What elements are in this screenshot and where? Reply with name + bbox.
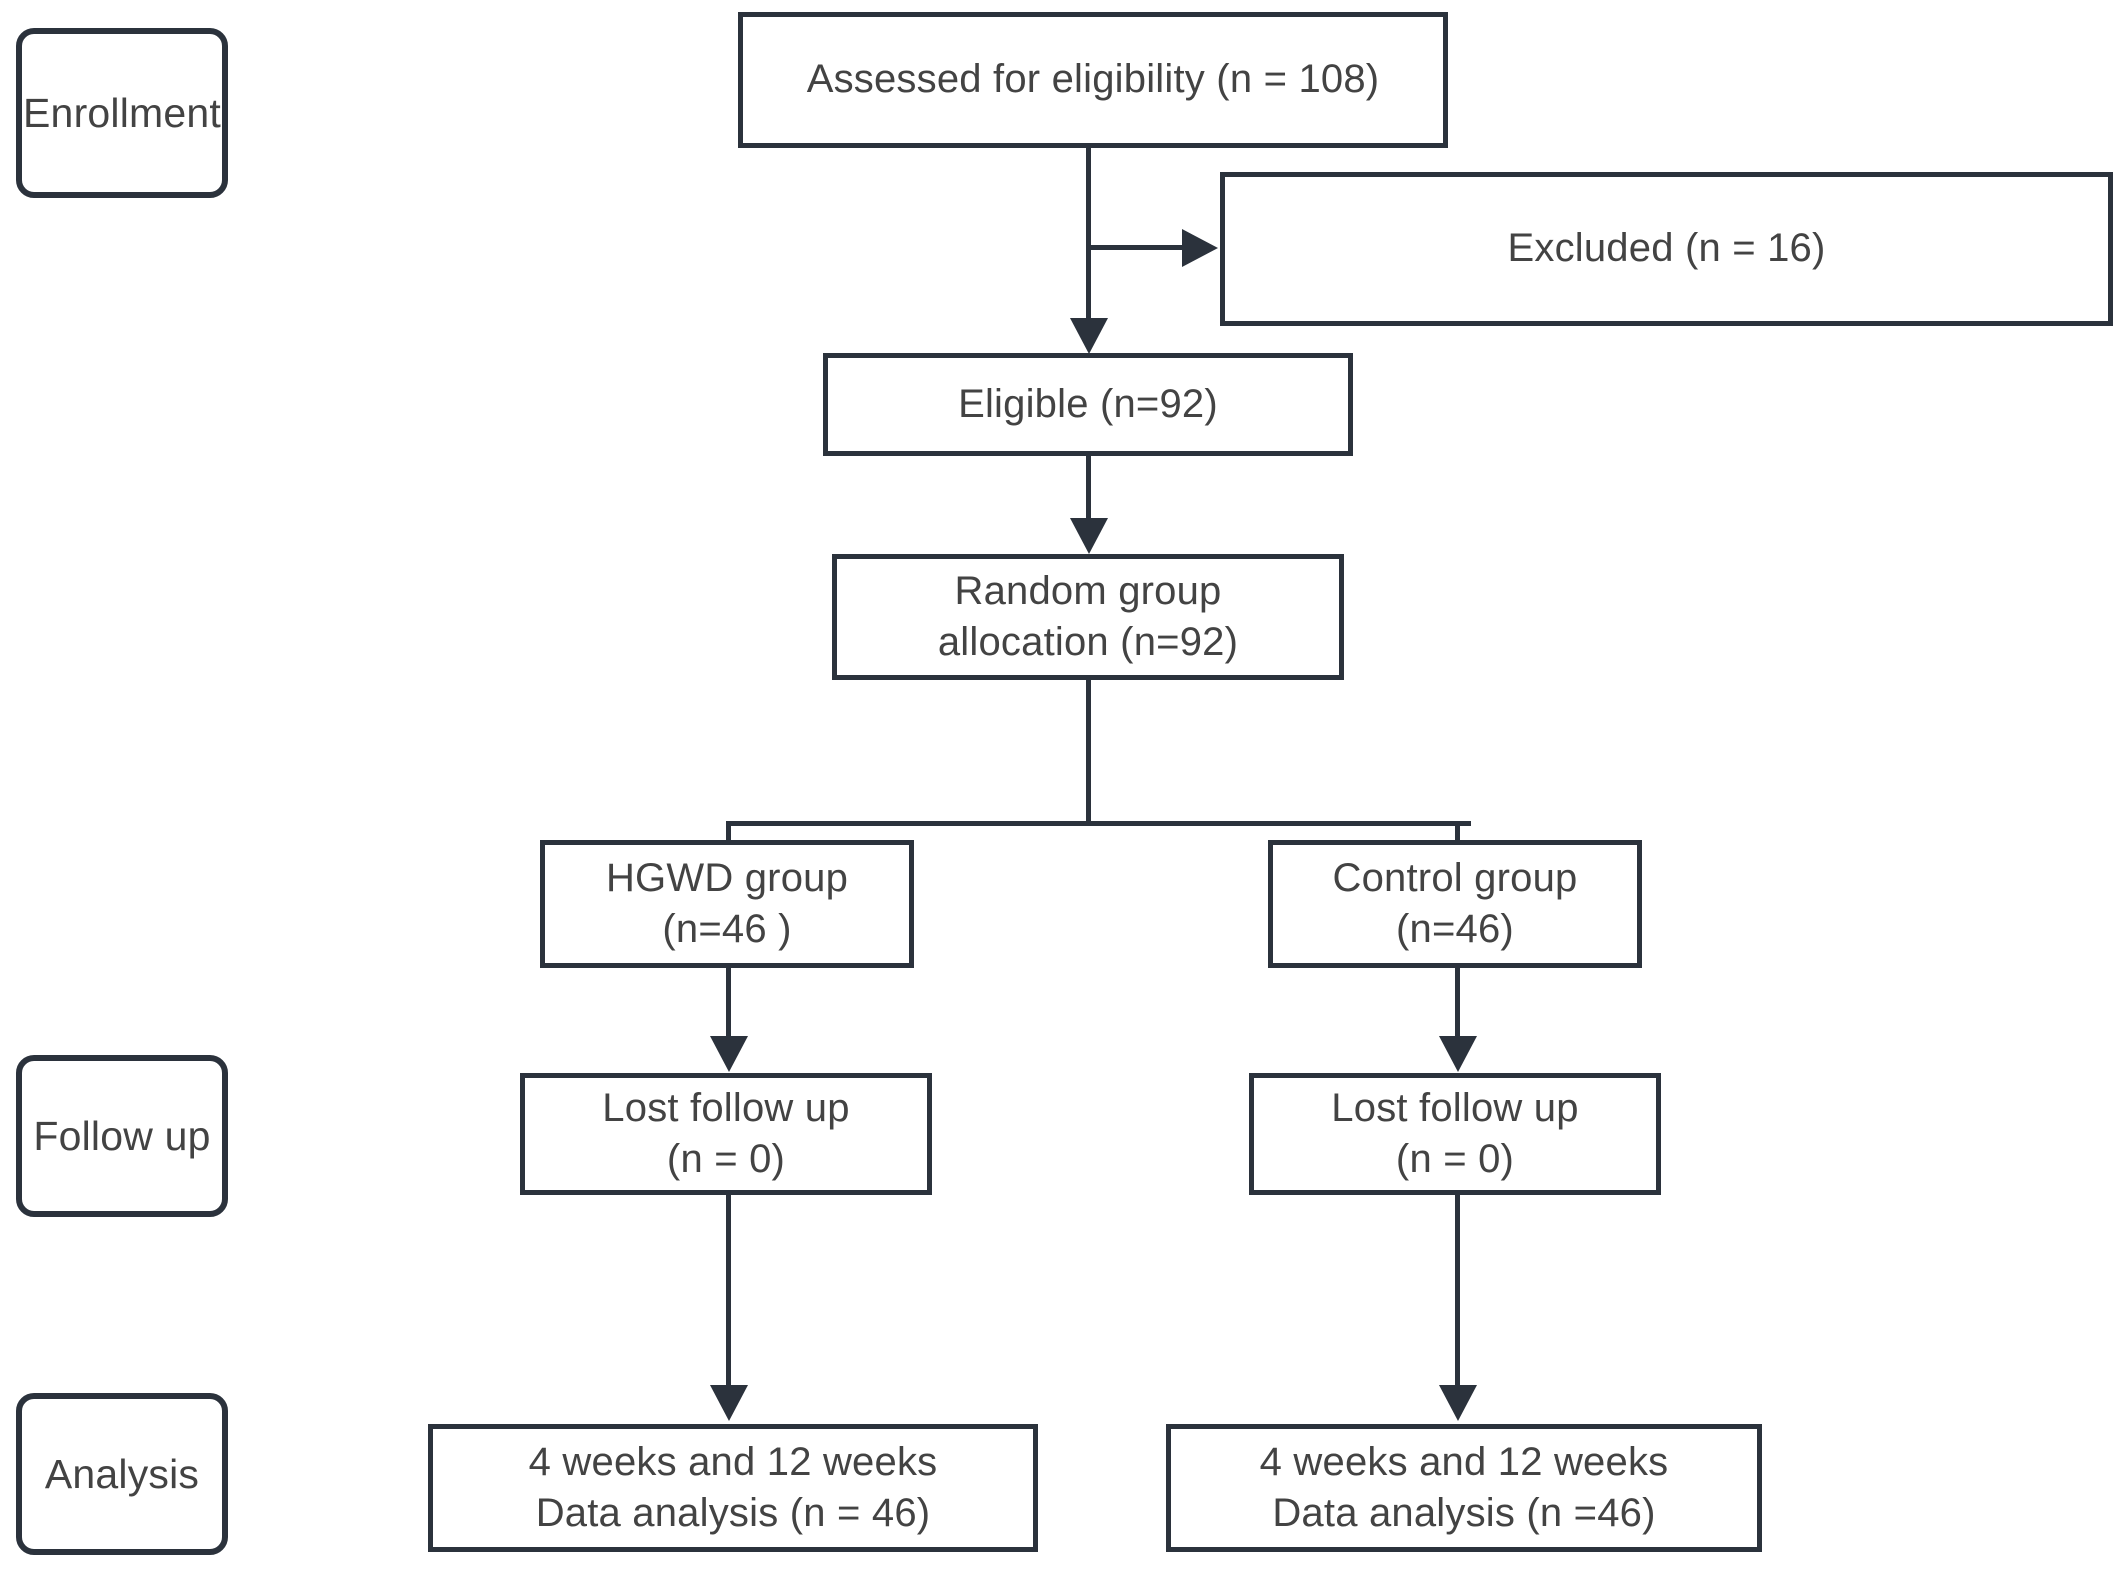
node-lost-followup-right: Lost follow up (n = 0) — [1249, 1073, 1661, 1195]
node-assessed-for-eligibility: Assessed for eligibility (n = 108) — [738, 12, 1448, 148]
stage-label-analysis: Analysis — [44, 1450, 200, 1497]
stage-label-follow-up: Follow up — [33, 1112, 211, 1159]
stage-label-enrollment: Enrollment — [23, 89, 221, 136]
node-lost-followup-right-label: Lost follow up (n = 0) — [1331, 1085, 1579, 1181]
stage-box-enrollment: Enrollment — [16, 28, 228, 198]
node-hgwd-group-label: HGWD group (n=46 ) — [605, 855, 849, 951]
arrowhead-to-allocation — [1070, 518, 1108, 554]
node-analysis-left: 4 weeks and 12 weeks Data analysis (n = … — [428, 1424, 1038, 1552]
arrowhead-to-lost-followup-left — [710, 1036, 748, 1072]
node-control-group: Control group (n=46) — [1268, 840, 1642, 968]
connector-lost-followup-left-to-analysis — [726, 1195, 731, 1389]
arrowhead-to-excluded — [1182, 229, 1218, 267]
node-hgwd-group: HGWD group (n=46 ) — [540, 840, 914, 968]
stage-box-analysis: Analysis — [16, 1393, 228, 1555]
node-excluded-label: Excluded (n = 16) — [1507, 226, 1826, 271]
node-lost-followup-left: Lost follow up (n = 0) — [520, 1073, 932, 1195]
connector-control-to-lost-followup — [1455, 968, 1460, 1040]
node-analysis-right-label: 4 weeks and 12 weeks Data analysis (n =4… — [1259, 1439, 1669, 1535]
node-excluded: Excluded (n = 16) — [1220, 172, 2113, 326]
node-control-group-label: Control group (n=46) — [1332, 855, 1578, 951]
connector-eligible-to-allocation — [1086, 456, 1091, 526]
arrowhead-to-eligible — [1070, 318, 1108, 354]
connector-allocation-trunk — [1086, 680, 1091, 826]
node-eligible-label: Eligible (n=92) — [958, 381, 1218, 426]
connector-lost-followup-right-to-analysis — [1455, 1195, 1460, 1389]
node-lost-followup-left-label: Lost follow up (n = 0) — [602, 1085, 850, 1181]
arrowhead-to-analysis-left — [710, 1385, 748, 1421]
node-assessed-label: Assessed for eligibility (n = 108) — [806, 57, 1380, 102]
stage-box-follow-up: Follow up — [16, 1055, 228, 1217]
connector-hgwd-to-lost-followup — [726, 968, 731, 1040]
node-random-group-allocation: Random group allocation (n=92) — [832, 554, 1344, 680]
node-analysis-left-label: 4 weeks and 12 weeks Data analysis (n = … — [528, 1439, 938, 1535]
connector-assessed-to-excluded — [1086, 245, 1186, 250]
node-eligible: Eligible (n=92) — [823, 353, 1353, 456]
arrowhead-to-analysis-right — [1439, 1385, 1477, 1421]
arrowhead-to-lost-followup-right — [1439, 1036, 1477, 1072]
node-allocation-label: Random group allocation (n=92) — [937, 568, 1239, 664]
node-analysis-right: 4 weeks and 12 weeks Data analysis (n =4… — [1166, 1424, 1762, 1552]
connector-allocation-split — [726, 821, 1471, 826]
